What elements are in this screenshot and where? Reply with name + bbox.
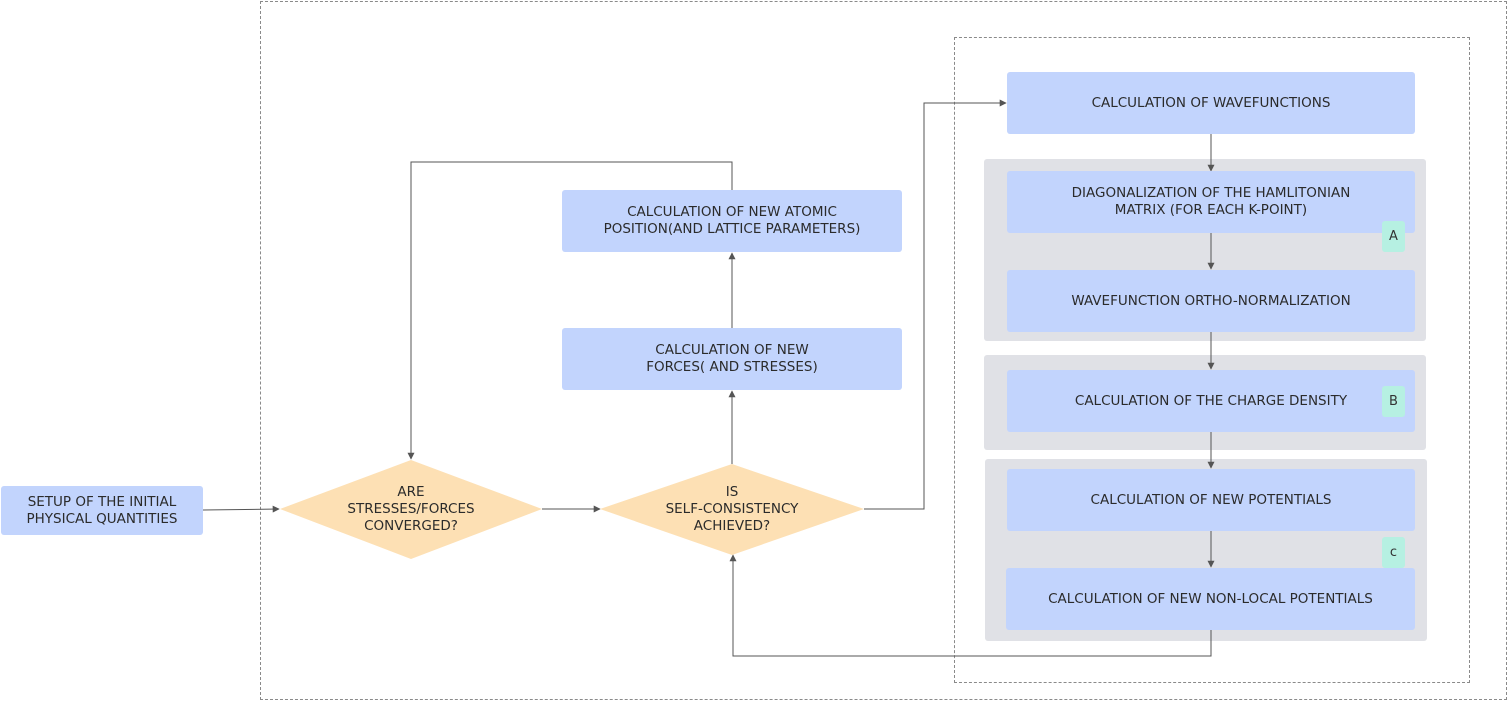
new-potentials-box: CALCULATION OF NEW POTENTIALS bbox=[1007, 469, 1415, 531]
new-forces-box: CALCULATION OF NEW FORCES( AND STRESSES) bbox=[562, 328, 902, 390]
stress-decision-label: ARE STRESSES/FORCES CONVERGED? bbox=[347, 483, 475, 534]
charge-density-box: CALCULATION OF THE CHARGE DENSITY bbox=[1007, 370, 1415, 432]
badge-b: B bbox=[1382, 386, 1405, 417]
edge-positions-to-stress bbox=[407, 161, 733, 460]
ortho-normalization-box: WAVEFUNCTION ORTHO-NORMALIZATION bbox=[1007, 270, 1415, 332]
setup-box: SETUP OF THE INITIAL PHYSICAL QUANTITIES bbox=[1, 486, 203, 535]
nonlocal-potentials-box: CALCULATION OF NEW NON-LOCAL POTENTIALS bbox=[1006, 568, 1415, 630]
badge-c: c bbox=[1382, 537, 1405, 568]
outer-loop-container bbox=[260, 1, 1507, 700]
edge-setup-to-stress bbox=[202, 505, 280, 513]
wavefunctions-box: CALCULATION OF WAVEFUNCTIONS bbox=[1007, 72, 1415, 134]
scf-decision-label: IS SELF-CONSISTENCY ACHIEVED? bbox=[665, 483, 799, 534]
edge-scf-to-wavefunctions bbox=[864, 99, 1007, 510]
edge-nonlocal-to-scf bbox=[729, 554, 1212, 657]
stress-decision-shape bbox=[280, 460, 542, 559]
scf-decision-shape bbox=[600, 464, 864, 555]
new-positions-box: CALCULATION OF NEW ATOMIC POSITION(AND L… bbox=[562, 190, 902, 252]
scf-loop-container bbox=[954, 37, 1470, 683]
diagonalization-box: DIAGONALIZATION OF THE HAMLITONIAN MATRI… bbox=[1007, 171, 1415, 233]
badge-a: A bbox=[1382, 221, 1405, 252]
